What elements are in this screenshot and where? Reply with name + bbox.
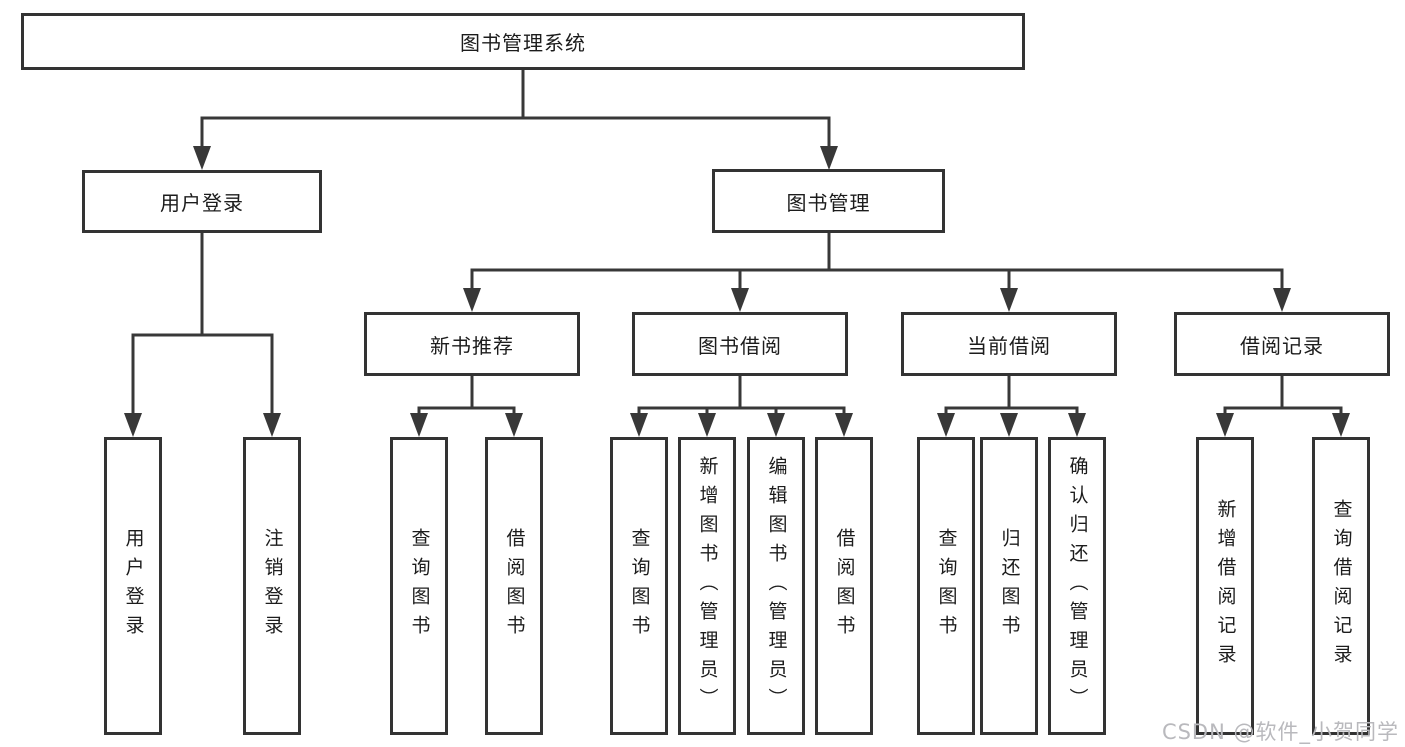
leaf-return-book: 归还图书 xyxy=(980,437,1038,735)
node-current-borrow: 当前借阅 xyxy=(901,312,1117,376)
node-borrow-records-label: 借阅记录 xyxy=(1240,333,1324,358)
node-book-borrow-label: 图书借阅 xyxy=(698,333,782,358)
node-new-book-recommend-label: 新书推荐 xyxy=(430,333,514,358)
leaf-add-book-admin: 新增图书（管理员） xyxy=(678,437,736,735)
leaf-borrow-books-recommend-label: 借阅图书 xyxy=(503,528,526,644)
leaf-add-borrow-record: 新增借阅记录 xyxy=(1196,437,1254,735)
node-book-management-label: 图书管理 xyxy=(786,190,871,215)
node-root-label: 图书管理系统 xyxy=(460,31,586,55)
leaf-borrow-books-label: 借阅图书 xyxy=(833,528,856,644)
leaf-logout: 注销登录 xyxy=(243,437,301,735)
leaf-return-book-label: 归还图书 xyxy=(998,528,1021,644)
node-book-management: 图书管理 xyxy=(712,169,945,233)
leaf-borrow-books: 借阅图书 xyxy=(815,437,873,735)
node-root: 图书管理系统 xyxy=(21,13,1025,70)
leaf-query-books-current: 查询图书 xyxy=(917,437,975,735)
leaf-borrow-books-recommend: 借阅图书 xyxy=(485,437,543,735)
leaf-user-login-label: 用户登录 xyxy=(122,528,145,644)
node-current-borrow-label: 当前借阅 xyxy=(967,333,1051,358)
leaf-query-books-borrow: 查询图书 xyxy=(610,437,668,735)
leaf-query-books-current-label: 查询图书 xyxy=(935,528,958,644)
leaf-query-books-borrow-label: 查询图书 xyxy=(628,528,651,644)
node-user-login: 用户登录 xyxy=(82,170,322,233)
node-user-login-label: 用户登录 xyxy=(160,191,244,215)
leaf-logout-label: 注销登录 xyxy=(261,528,284,644)
leaf-confirm-return-admin: 确认归还（管理员） xyxy=(1048,437,1106,735)
watermark: CSDN @软件_小贺同学 xyxy=(1161,720,1399,744)
leaf-confirm-return-admin-label: 确认归还（管理员） xyxy=(1066,455,1089,717)
node-borrow-records: 借阅记录 xyxy=(1174,312,1390,376)
node-new-book-recommend: 新书推荐 xyxy=(364,312,580,376)
leaf-user-login: 用户登录 xyxy=(104,437,162,735)
leaf-add-book-admin-label: 新增图书（管理员） xyxy=(696,455,719,717)
leaf-query-books-recommend: 查询图书 xyxy=(390,437,448,735)
leaf-query-borrow-record: 查询借阅记录 xyxy=(1312,437,1370,735)
leaf-query-borrow-record-label: 查询借阅记录 xyxy=(1330,499,1353,673)
leaf-query-books-recommend-label: 查询图书 xyxy=(408,528,431,644)
leaf-add-borrow-record-label: 新增借阅记录 xyxy=(1214,499,1237,673)
leaf-edit-book-admin: 编辑图书（管理员） xyxy=(747,437,805,735)
leaf-edit-book-admin-label: 编辑图书（管理员） xyxy=(765,455,788,717)
node-book-borrow: 图书借阅 xyxy=(632,312,848,376)
